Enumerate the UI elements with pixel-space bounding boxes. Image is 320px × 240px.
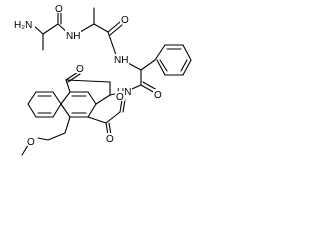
- atom-o-1: O: [55, 4, 63, 15]
- atom-o-4: O: [76, 64, 84, 75]
- structure-drawing: H₂N O NH O NH O HN O O O O: [13, 3, 192, 156]
- atom-o-2: O: [121, 15, 129, 26]
- atom-h2n: H₂N: [14, 20, 32, 31]
- molecule-structure: H₂N O NH O NH O HN O O O O: [0, 0, 192, 181]
- bond-layer: [21, 7, 192, 156]
- atom-nh-1: NH: [66, 31, 80, 42]
- atom-o-6: O: [106, 134, 114, 145]
- atom-o-3: O: [154, 90, 162, 101]
- atom-label-layer: H₂N O NH O NH O HN O O O O: [13, 3, 163, 148]
- atom-o-5: O: [116, 92, 124, 103]
- atom-nh-2: NH: [114, 55, 128, 66]
- atom-o-methoxy: O: [27, 137, 35, 148]
